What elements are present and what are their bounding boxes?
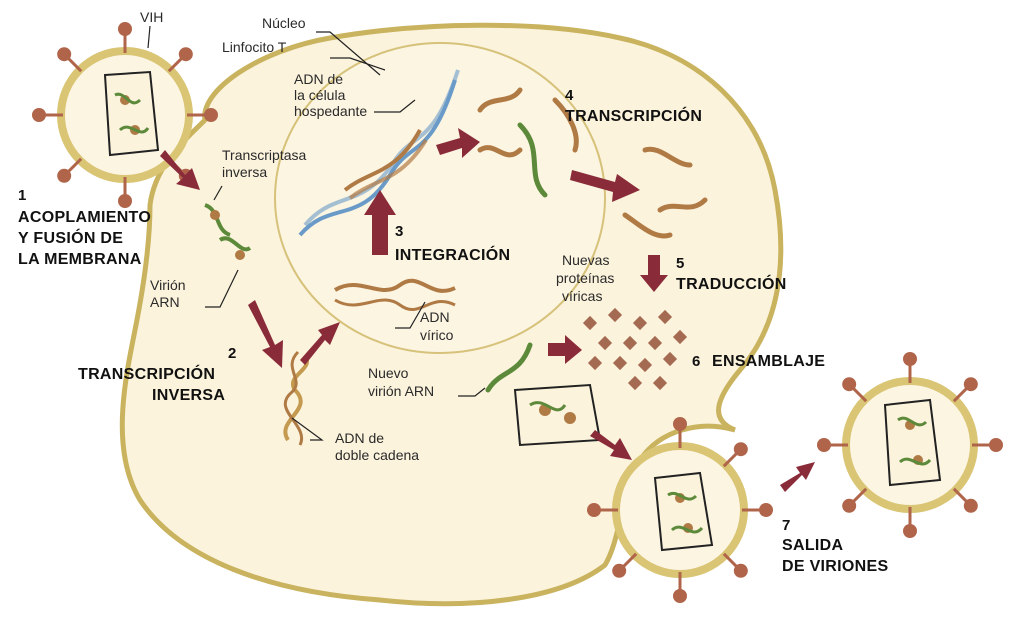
label-adn-doble-1: ADN de (335, 430, 384, 446)
step-7-number: 7 (782, 517, 790, 534)
step-1-line-3: LA MEMBRANA (18, 251, 142, 268)
step-5-number: 5 (676, 255, 684, 272)
new-virion-rna (485, 342, 533, 393)
virion-rna-small (204, 203, 231, 237)
step-2-line-1: TRANSCRIPCIÓN (78, 364, 215, 383)
label-adn-celula-1: ADN de (294, 71, 343, 87)
label-adn-celula-2: la célula (294, 87, 346, 103)
viral-proteins (582, 307, 688, 391)
label-adn-doble-2: doble cadena (335, 447, 419, 463)
assembling-capsid (513, 383, 602, 447)
host-dna (298, 69, 460, 237)
step-1-line-2: Y FUSIÓN DE (18, 228, 123, 247)
step-5-line-1: TRADUCCIÓN (676, 274, 787, 293)
step-1-number: 1 (18, 187, 26, 204)
nucleus (274, 42, 606, 354)
label-virion-arn-2: ARN (150, 294, 180, 310)
step-2-line-2: INVERSA (152, 387, 225, 404)
label-nuevo-virion-1: Nuevo (368, 365, 409, 381)
label-transcriptasa-1: Transcriptasa (222, 147, 307, 163)
viral-dna-helix-2 (334, 298, 456, 312)
hiv-virion-entering (30, 20, 220, 210)
step-7-line-1: SALIDA (782, 537, 843, 554)
virion-rna-small-2 (218, 236, 252, 252)
step-1-line-1: ACOPLAMIENTO (18, 209, 151, 226)
label-nuevas-proteinas-1: Nuevas (562, 252, 609, 268)
label-vih: VIH (140, 9, 163, 25)
step-6-number: 6 (692, 353, 700, 370)
label-nuevas-proteinas-3: víricas (562, 288, 602, 304)
hiv-virion-released (815, 350, 1005, 540)
step-3-number: 3 (395, 223, 403, 240)
label-adn-virico-2: vírico (420, 327, 454, 343)
label-virion-arn-1: Virión (150, 277, 186, 293)
mrna-strands (477, 87, 708, 239)
step-4-number: 4 (565, 87, 574, 104)
reverse-transcriptase-dot-2 (235, 250, 245, 260)
step-4-line-1: TRANSCRIPCIÓN (565, 106, 702, 125)
hiv-virion-budding (585, 415, 775, 605)
label-adn-virico-1: ADN (420, 309, 450, 325)
label-nuevo-virion-2: virión ARN (368, 383, 434, 399)
reverse-transcriptase-dot (210, 210, 220, 220)
step-6-line-1: ENSAMBLAJE (712, 353, 825, 370)
double-strand-dna-2 (283, 350, 304, 446)
label-adn-celula-3: hospedante (294, 103, 367, 119)
label-transcriptasa-2: inversa (222, 164, 267, 180)
process-arrows (160, 128, 815, 492)
viral-dna-helix (333, 278, 456, 293)
step-3-line-1: INTEGRACIÓN (395, 245, 510, 264)
label-linfocito: Linfocito T (222, 39, 287, 55)
label-nucleo: Núcleo (262, 15, 306, 31)
step-2-number: 2 (228, 345, 236, 362)
leader-lines (147, 25, 486, 441)
step-7-line-2: DE VIRIONES (782, 558, 888, 575)
label-nuevas-proteinas-2: proteínas (556, 270, 614, 286)
